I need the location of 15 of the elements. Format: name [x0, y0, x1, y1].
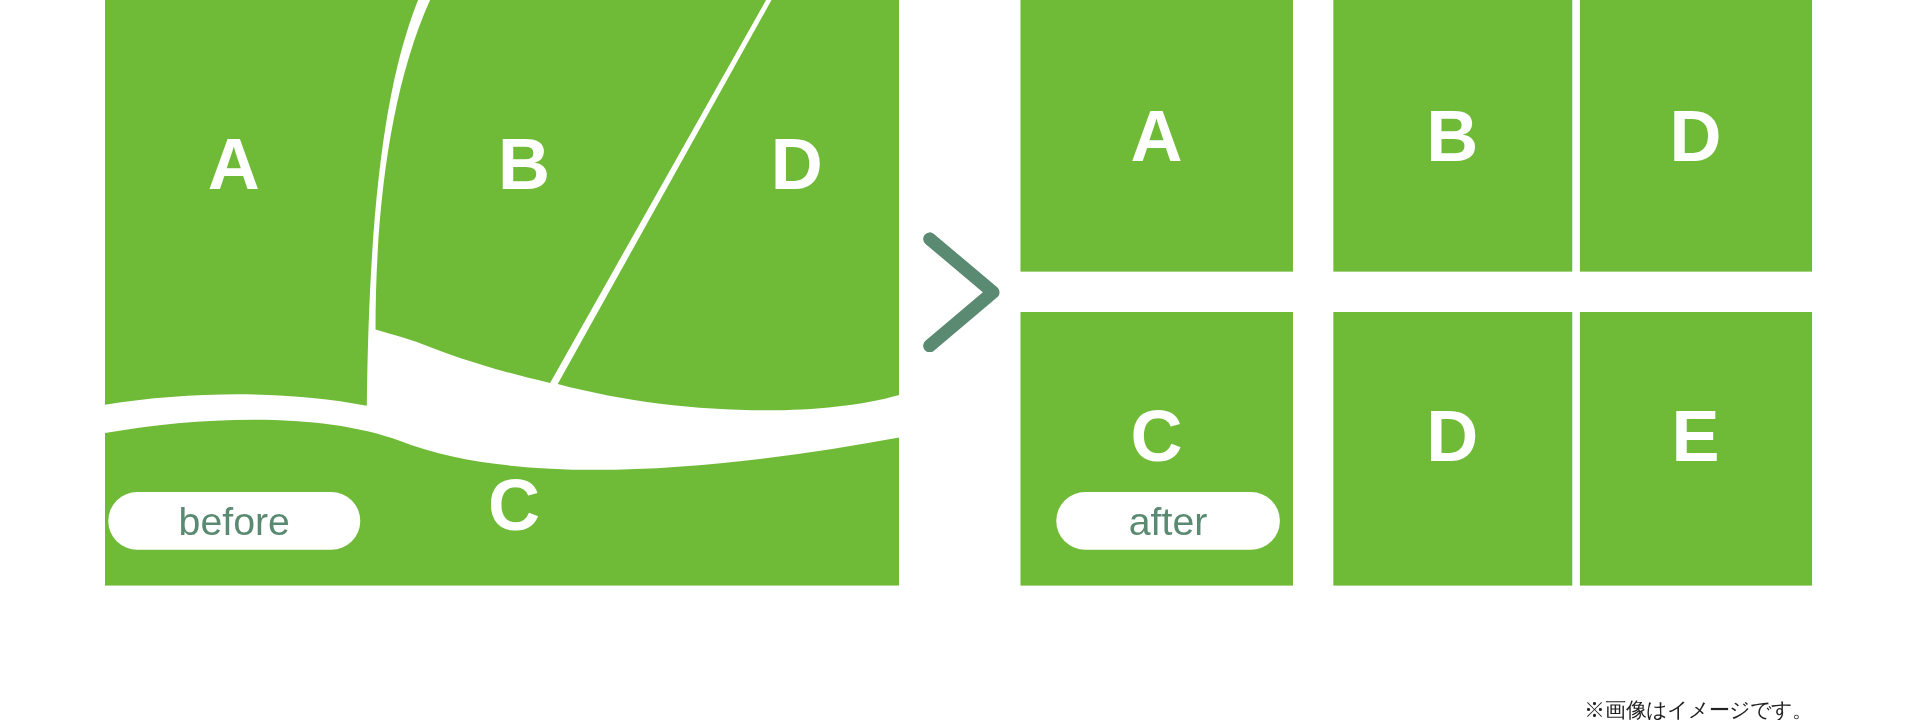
parcel-letter: C — [488, 469, 541, 542]
land-area — [1020, 0, 1813, 586]
after-tag: after — [1056, 492, 1280, 550]
parcel-letter: A — [207, 127, 260, 200]
parcel-letter: D — [1669, 100, 1722, 173]
before-tag: before — [108, 492, 361, 550]
parcel-letter: D — [770, 127, 823, 200]
parcel-letter: C — [1130, 400, 1183, 473]
parcel-letter: A — [1130, 100, 1183, 173]
parcel-letter: B — [497, 127, 550, 200]
parcel-letter: E — [1671, 400, 1720, 473]
parcel-letter: B — [1426, 100, 1479, 173]
land-area — [105, 0, 900, 586]
note-text: ※画像はイメージです。 — [1584, 697, 1813, 720]
parcel-letter: D — [1426, 400, 1479, 473]
